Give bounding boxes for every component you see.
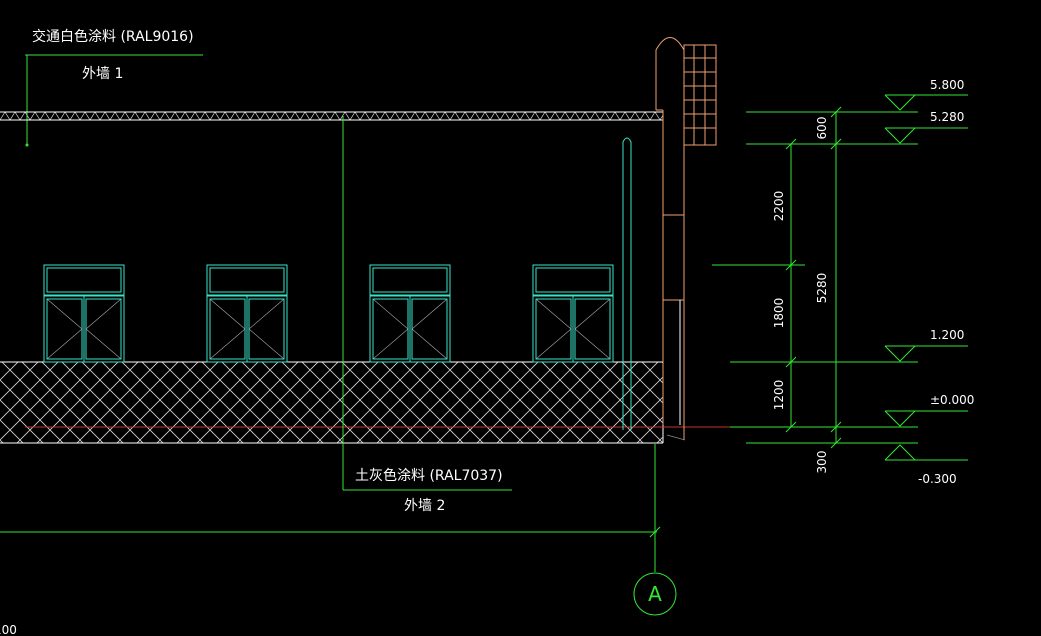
svg-text:1.200: 1.200	[930, 328, 964, 342]
elevation-marker-1200[interactable]: 1.200	[884, 328, 968, 362]
svg-text:-0.300: -0.300	[918, 472, 957, 486]
wall-top-label: 外墙 1	[82, 66, 123, 82]
dimension-tick	[649, 526, 661, 538]
roof-parapet[interactable]	[0, 111, 663, 121]
dim-600: 600	[815, 117, 829, 140]
side-ladder[interactable]	[655, 37, 717, 441]
dimension-chains[interactable]: 600 2200 5280 1800 1200 300	[772, 106, 842, 474]
axis-circle	[633, 572, 677, 616]
dim-2200: 2200	[772, 191, 786, 222]
leader-dot-top	[25, 143, 29, 147]
coating-bottom-label: 土灰色涂料 (RAL7037)	[355, 467, 503, 484]
downpipe[interactable]	[622, 137, 632, 430]
svg-text:5.800: 5.800	[930, 78, 964, 92]
top-coating-annotation[interactable]: 交通白色涂料 (RAL9016) 外墙 1	[25, 28, 203, 147]
svg-text:5.280: 5.280	[930, 110, 964, 124]
coating-top-label: 交通白色涂料 (RAL9016)	[32, 28, 194, 45]
axis-a-marker[interactable]: A	[0, 444, 677, 616]
window-2[interactable]	[206, 264, 288, 363]
svg-text:±0.000: ±0.000	[930, 393, 974, 407]
window-3[interactable]	[369, 264, 451, 363]
window-4[interactable]	[532, 264, 614, 363]
plinth-base[interactable]	[0, 361, 730, 444]
dim-300: 300	[815, 451, 829, 474]
dim-5280: 5280	[815, 273, 829, 304]
elevation-marker-5280[interactable]: 5.280	[884, 110, 968, 144]
bottom-coating-annotation[interactable]: 土灰色涂料 (RAL7037) 外墙 2	[342, 116, 512, 514]
corner-scale-text: 100	[0, 623, 17, 636]
plinth-hatch	[0, 362, 663, 443]
elevation-marker-minus-300[interactable]: -0.300	[884, 444, 968, 486]
dim-1200: 1200	[772, 380, 786, 411]
roof-hatch	[0, 112, 663, 120]
elevation-marker-0000[interactable]: ±0.000	[884, 393, 974, 427]
window-1[interactable]	[43, 264, 125, 363]
elevation-marker-5800[interactable]: 5.800	[884, 78, 968, 111]
axis-label: A	[648, 582, 662, 606]
dim-1800: 1800	[772, 298, 786, 329]
elevation-level-lines	[712, 111, 918, 444]
wall-bottom-label: 外墙 2	[404, 498, 445, 514]
